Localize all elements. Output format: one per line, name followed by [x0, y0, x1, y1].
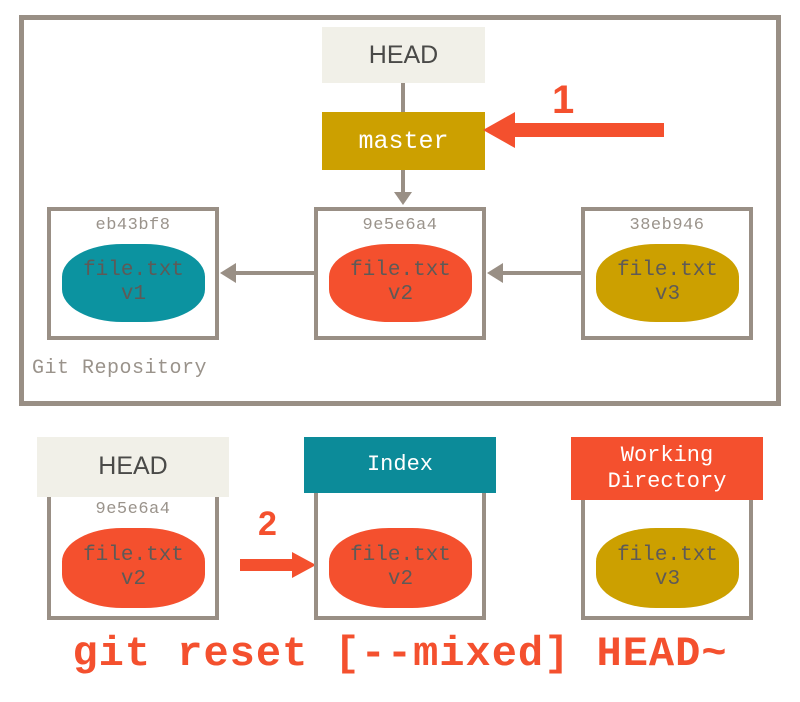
marker-1-arrow-shaft: [506, 123, 664, 137]
index-area-frame: [314, 493, 486, 620]
head-area-hash: 9e5e6a4: [95, 500, 171, 519]
head-area-header: HEAD: [37, 437, 229, 497]
working-directory-area-blob: file.txt v3: [596, 528, 739, 608]
working-directory-area-frame: [581, 500, 753, 620]
master-branch-box: master: [322, 112, 485, 170]
parent-link-2-to-1-head: [220, 263, 236, 283]
commit-hash-3: 38eb946: [629, 216, 705, 235]
git-repository-label: Git Repository: [32, 357, 208, 380]
index-area-header-label: Index: [366, 452, 433, 478]
commit-blob-2-file: file.txt: [350, 259, 451, 283]
commit-frame-1: [47, 207, 219, 340]
parent-link-3-to-2-shaft: [503, 271, 581, 275]
head-pointer-box: HEAD: [322, 27, 485, 83]
commit-hash-2: 9e5e6a4: [362, 216, 438, 235]
marker-2-arrow-shaft: [240, 559, 294, 571]
commit-blob-1-file: file.txt: [83, 259, 184, 283]
working-directory-area-header: Working Directory: [571, 437, 763, 500]
commit-blob-2: file.txt v2: [329, 244, 472, 322]
commit-blob-3: file.txt v3: [596, 244, 739, 322]
commit-hash-1: eb43bf8: [95, 216, 171, 235]
commit-blob-1: file.txt v1: [62, 244, 205, 322]
command-caption: git reset [--mixed] HEAD~: [72, 630, 728, 678]
commit-blob-3-file: file.txt: [617, 259, 718, 283]
parent-link-3-to-2-head: [487, 263, 503, 283]
head-area-blob: file.txt v2: [62, 528, 205, 608]
commit-blob-3-version: v3: [654, 283, 681, 306]
marker-1-arrow-head: [483, 112, 515, 148]
head-area-header-label: HEAD: [98, 452, 168, 481]
working-directory-header-line2: Directory: [607, 468, 727, 494]
head-area-blob-version: v2: [120, 568, 147, 591]
index-area-header: Index: [304, 437, 496, 493]
index-area-blob-file: file.txt: [350, 544, 451, 568]
master-to-commit-arrowhead: [394, 192, 412, 205]
commit-blob-2-version: v2: [387, 283, 414, 306]
commit-blob-1-version: v1: [120, 283, 147, 306]
commit-frame-2: [314, 207, 486, 340]
head-pointer-label: HEAD: [368, 40, 439, 69]
index-area-blob-version: v2: [387, 568, 414, 591]
working-directory-blob-version: v3: [654, 568, 681, 591]
head-area-blob-file: file.txt: [83, 544, 184, 568]
master-to-commit-connector: [401, 170, 405, 194]
working-directory-header-line1: Working: [620, 442, 714, 468]
working-directory-blob-file: file.txt: [617, 544, 718, 568]
index-area-blob: file.txt v2: [329, 528, 472, 608]
git-repository-frame: [19, 15, 781, 406]
marker-2-arrow-head: [292, 552, 316, 578]
head-to-master-connector: [401, 83, 405, 112]
commit-frame-3: [581, 207, 753, 340]
parent-link-2-to-1-shaft: [236, 271, 314, 275]
master-branch-label: master: [358, 126, 449, 156]
marker-1-label: 1: [552, 78, 575, 122]
marker-2-label: 2: [258, 505, 277, 543]
head-area-frame: [47, 474, 219, 620]
